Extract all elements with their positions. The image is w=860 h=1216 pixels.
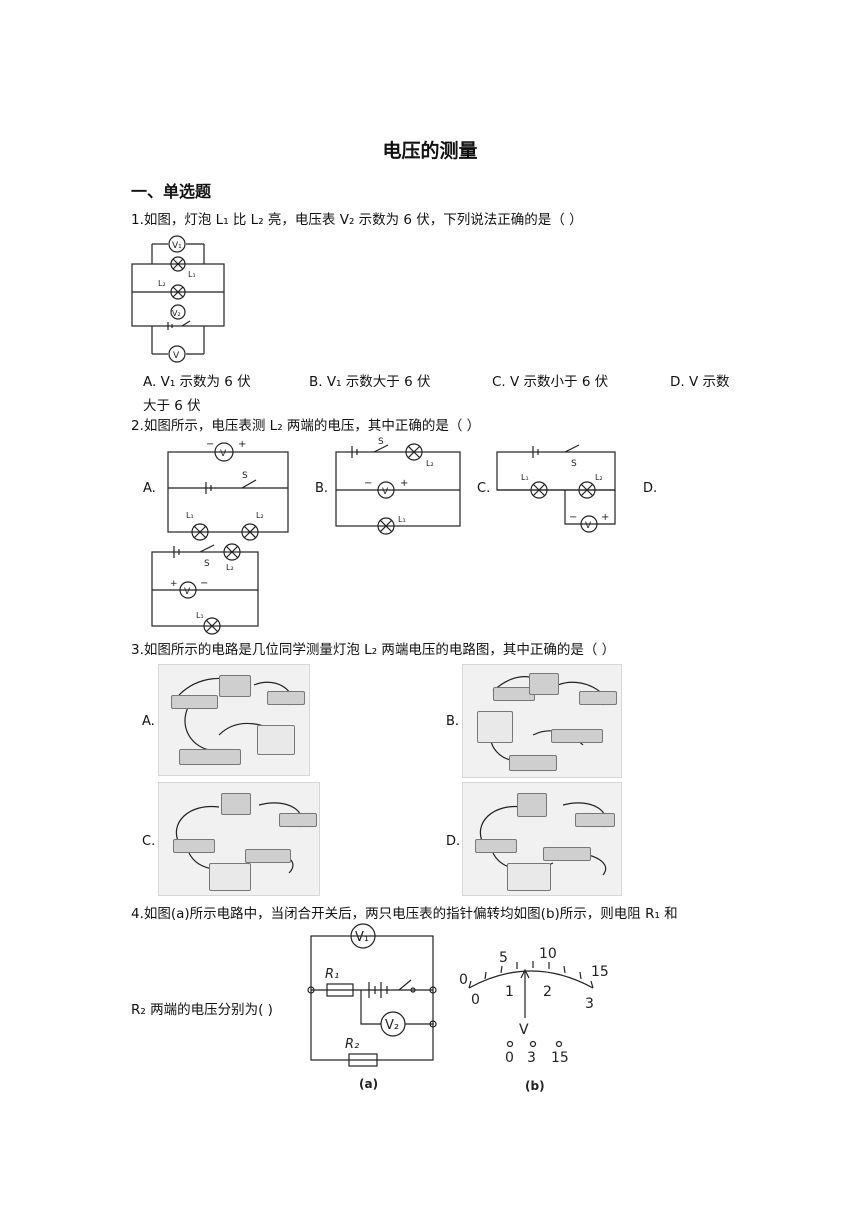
dial-unit: V	[519, 1022, 529, 1038]
section-heading: 一、单选题	[131, 182, 212, 201]
q3-option-a[interactable]: A.	[142, 714, 155, 729]
question-2-text: 2.如图所示，电压表测 L₂ 两端的电压，其中正确的是（ ）	[131, 418, 481, 434]
question-4-text: 4.如图(a)所示电路中，当闭合开关后，两只电压表的指针偏转均如图(b)所示，则…	[131, 906, 678, 922]
q4-label-r2: R₂	[345, 1037, 359, 1052]
voltmeter-v-icon	[168, 345, 186, 363]
question-1-circuit-diagram: V₁ L₁ L₂ V₂ V	[131, 235, 225, 363]
svg-text:L₁: L₁	[398, 515, 406, 524]
bulb-l2-icon	[170, 284, 186, 300]
scale-ticks	[468, 961, 594, 989]
svg-text:S: S	[204, 559, 210, 569]
svg-text:L₂: L₂	[595, 473, 603, 482]
q3-photo-a	[158, 664, 310, 776]
q4-figure-a-circuit: V₁ R₁ V₂ R₂ (a)	[307, 923, 437, 1091]
question-3-text: 3.如图所示的电路是几位同学测量灯泡 L₂ 两端电压的电路图，其中正确的是（ ）	[131, 642, 616, 658]
q3-option-b[interactable]: B.	[446, 714, 460, 729]
svg-text:V: V	[585, 521, 592, 531]
q3-photo-b	[462, 664, 622, 778]
svg-text:+: +	[238, 439, 246, 450]
svg-text:V: V	[220, 449, 227, 459]
svg-text:L₁: L₁	[196, 611, 204, 620]
label-v1: V₁	[172, 241, 182, 251]
svg-text:−: −	[364, 478, 372, 489]
voltmeter-v2-icon	[170, 304, 186, 320]
q3-photo-d	[462, 782, 622, 896]
voltmeter-v1-icon	[168, 235, 186, 253]
q2-diagram-c: S L₁ L₂ V − +	[496, 444, 616, 533]
q1-option-b[interactable]: B. V₁ 示数大于 6 伏	[309, 374, 431, 390]
svg-text:+: +	[400, 478, 408, 489]
scale-bottom-2: 2	[543, 984, 552, 1000]
svg-text:V: V	[382, 487, 389, 497]
label-v: V	[173, 351, 180, 361]
q2-option-b[interactable]: B.	[315, 481, 329, 496]
scale-bottom-3: 3	[585, 996, 594, 1012]
svg-text:L₂: L₂	[256, 511, 264, 520]
label-v2: V₂	[172, 309, 181, 318]
q2-diagram-b: S L₂ V − + L₁	[335, 437, 461, 535]
q2-option-a[interactable]: A.	[143, 481, 156, 496]
q1-option-a[interactable]: A. V₁ 示数为 6 伏	[143, 374, 251, 390]
q2-diagram-a: V − + S L₁ L₂	[167, 439, 289, 541]
scale-bottom-1: 1	[505, 984, 514, 1000]
q4-label-v1: V₁	[355, 930, 369, 945]
svg-text:−: −	[206, 439, 214, 450]
svg-text:S: S	[242, 471, 248, 481]
svg-text:S: S	[571, 459, 577, 469]
q3-option-d[interactable]: D.	[446, 834, 461, 849]
scale-top-10: 10	[539, 946, 557, 962]
svg-text:V: V	[184, 587, 191, 597]
question-4-text-2: R₂ 两端的电压分别为( )	[131, 1002, 273, 1018]
q2-option-c[interactable]: C.	[477, 481, 491, 496]
q4-figure-b-voltmeter-dial: 0 5 10 15 0 1 2 3 V 0 3 15 (b)	[459, 946, 609, 1093]
terminal-3: 3	[527, 1050, 536, 1066]
q1-option-c[interactable]: C. V 示数小于 6 伏	[492, 374, 609, 390]
scale-top-0: 0	[459, 972, 468, 988]
q3-option-c[interactable]: C.	[142, 834, 156, 849]
bulb-l1-icon	[170, 256, 186, 272]
label-l1: L₁	[188, 270, 196, 279]
svg-text:L₁: L₁	[521, 473, 529, 482]
q1-option-d-cont: 大于 6 伏	[143, 398, 201, 414]
terminal-0: 0	[505, 1050, 514, 1066]
scale-top-15: 15	[591, 964, 609, 980]
q4-label-r1: R₁	[325, 967, 339, 982]
q4-label-v2: V₂	[385, 1018, 399, 1033]
scale-top-5: 5	[499, 950, 508, 966]
svg-text:L₂: L₂	[426, 459, 434, 468]
svg-text:−: −	[569, 512, 577, 523]
q3-photo-c	[158, 782, 320, 896]
terminal-15: 15	[551, 1050, 569, 1066]
svg-text:L₁: L₁	[186, 511, 194, 520]
svg-text:+: +	[170, 579, 178, 589]
svg-text:L₂: L₂	[226, 563, 234, 572]
q1-option-d[interactable]: D. V 示数	[670, 374, 730, 390]
q2-option-d[interactable]: D.	[643, 481, 658, 496]
question-1-text: 1.如图，灯泡 L₁ 比 L₂ 亮，电压表 V₂ 示数为 6 伏，下列说法正确的…	[131, 212, 583, 228]
svg-text:S: S	[378, 437, 384, 447]
label-l2: L₂	[158, 279, 166, 288]
svg-text:−: −	[200, 578, 208, 589]
svg-text:+: +	[601, 512, 609, 523]
q4-figure-a-caption: (a)	[359, 1077, 378, 1091]
page-title: 电压的测量	[382, 140, 478, 162]
q2-diagram-d: S L₂ V + − L₁	[151, 543, 259, 635]
scale-bottom-0: 0	[471, 992, 480, 1008]
q4-figure-b-caption: (b)	[525, 1079, 545, 1093]
